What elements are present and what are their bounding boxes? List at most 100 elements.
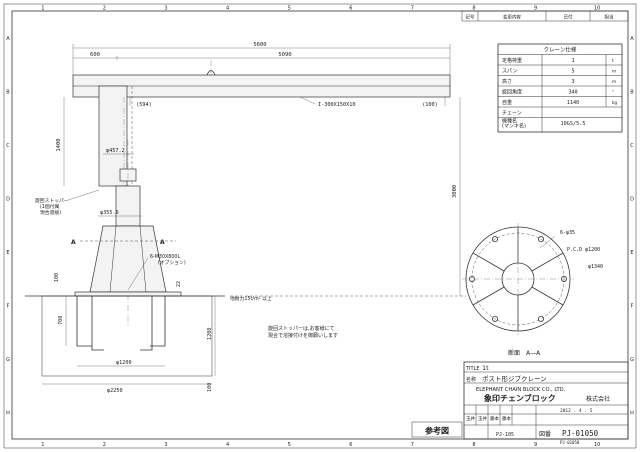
ribs xyxy=(462,223,574,335)
section-mark-right: A xyxy=(160,239,165,246)
zone-col-top: 4 xyxy=(226,6,229,12)
spec-unit: ° xyxy=(612,90,614,95)
bolt-hole xyxy=(538,315,545,322)
zone-row-left: F xyxy=(7,303,10,309)
rev-col-date: 日付 xyxy=(564,14,573,21)
drawing-no-label: 図番 xyxy=(539,431,551,438)
crane-elevation: 5600 600 5090 (594) (100) I-300X150X10 1… xyxy=(25,42,466,394)
section-outer-dia: φ1340 xyxy=(588,264,603,270)
zone-col-top: 1 xyxy=(41,6,44,12)
zone-row-right: G xyxy=(630,357,634,363)
zone-row-right: H xyxy=(630,410,634,416)
note-anchor-bolt: 6-M30X800L(オプション) xyxy=(150,254,186,266)
section-holes: 6-φ35 xyxy=(560,230,575,236)
checked-by: 玉井 xyxy=(478,415,487,422)
zone-row-right: B xyxy=(630,89,634,95)
name-label: 名称 xyxy=(466,376,476,383)
section-a-a: 6-φ35 P.C.D φ1200 φ1340 断面 A—A xyxy=(462,223,603,357)
zone-row-left: B xyxy=(6,89,10,95)
company-suffix: 株式会社 xyxy=(586,395,610,403)
zone-col-bottom: 8 xyxy=(472,442,475,448)
spec-unit: m xyxy=(612,69,616,74)
title-block: TITLE 1t 名称 ポスト形ジブクレーン ELEPHANT CHAIN BL… xyxy=(411,361,629,445)
spec-value: 1140 xyxy=(567,100,580,106)
zone-col-top: 9 xyxy=(534,6,537,12)
company-en: ELEPHANT CHAIN BLOCK CO., LTD. xyxy=(476,387,566,393)
dim-foundation-outer: φ2250 xyxy=(107,388,123,394)
zone-col-bottom: 7 xyxy=(411,442,414,448)
zone-row-left: C xyxy=(6,143,10,149)
spec-label: 高さ xyxy=(502,78,512,85)
ref-box xyxy=(411,421,463,438)
dim-overall-span: 5600 xyxy=(253,42,266,48)
zone-row-right: F xyxy=(631,303,634,309)
zone-col-bottom: 9 xyxy=(534,442,537,448)
spec-label: (マンキ名) xyxy=(502,123,526,130)
spec-row: スパン 5 m xyxy=(502,69,616,75)
spec-unit: kg xyxy=(612,100,617,105)
inner-frame xyxy=(11,10,629,440)
section-title: 断面 A—A xyxy=(508,349,541,357)
rev-col-person: 担当 xyxy=(605,14,614,21)
spec-row: チェーン xyxy=(502,111,522,117)
drawing-no-small: PJ-01050 xyxy=(560,440,580,445)
zone-col-top: 3 xyxy=(164,6,167,12)
soil-capacity: 地耐力15t/m² 以上 xyxy=(230,295,272,302)
dim-anchor-depth: 700 xyxy=(58,316,64,325)
rev-col-content: 変更内容 xyxy=(503,14,521,21)
bolt-hole xyxy=(491,315,498,322)
spec-title: クレーン仕様 xyxy=(544,46,577,54)
model-no: PJ-105 xyxy=(496,432,514,438)
section-mark-left: A xyxy=(71,239,76,246)
rib xyxy=(472,286,505,306)
spec-unit: t xyxy=(612,58,614,63)
dim-total-height: 3000 xyxy=(452,185,458,198)
spec-value: 5 xyxy=(571,69,574,75)
bolt-hole xyxy=(491,236,498,243)
title-label: TITLE xyxy=(465,366,480,372)
dim-right-stop: (100) xyxy=(422,102,438,108)
dim-left-offset: 600 xyxy=(90,52,100,58)
dim-bottom: 100 xyxy=(207,383,213,392)
spec-label: 旋回角度 xyxy=(502,89,522,96)
zone-col-top: 5 xyxy=(288,6,291,12)
spec-label: スパン xyxy=(502,69,517,75)
dim-rib-height: 100 xyxy=(54,273,60,282)
dim-gap: 22 xyxy=(176,281,182,287)
company-jp: 象印チェンブロック xyxy=(484,393,556,403)
zone-col-top: 10 xyxy=(594,6,600,12)
rib xyxy=(472,252,505,272)
note-rotation-stopper: 旋回ストッパー(1個付属現合溶接) xyxy=(35,197,69,216)
dim-foundation-width: φ1200 xyxy=(116,360,132,366)
section-pcd: P.C.D φ1200 xyxy=(567,247,600,253)
zone-row-left: H xyxy=(6,410,10,416)
zone-row-left: A xyxy=(6,36,10,42)
zone-col-top: 8 xyxy=(472,6,475,12)
note-stopper-welding: 旋回ストッパーは,お客様にて現合で溶接付けを御願いします xyxy=(268,325,338,339)
zone-col-bottom: 5 xyxy=(288,442,291,448)
zone-col-bottom: 1 xyxy=(41,442,44,448)
zone-col-bottom: 2 xyxy=(103,442,106,448)
spec-value: 340 xyxy=(568,90,577,96)
spec-row: 旋回角度 340 ° xyxy=(502,89,614,96)
spec-row: 機種名(マンキ名)10GS/5.5 xyxy=(502,118,586,130)
bolt-hole xyxy=(538,236,545,243)
zone-row-right: C xyxy=(630,143,634,149)
spec-unit: m xyxy=(612,79,616,84)
revision-box: 記号 変更内容 日付 担当 xyxy=(461,10,629,22)
spec-value: 1 xyxy=(571,58,574,64)
spec-value: 3 xyxy=(571,79,574,85)
rib xyxy=(531,252,564,272)
zone-row-right: D xyxy=(630,196,634,202)
drawn-by: 玉井 xyxy=(466,415,475,422)
zone-col-bottom: 3 xyxy=(164,442,167,448)
zone-row-right: E xyxy=(630,250,633,256)
approved-by-1: 藤本 xyxy=(490,415,499,422)
zone-col-top: 6 xyxy=(349,6,352,12)
dim-span: 5090 xyxy=(278,52,291,58)
rev-col-mark: 記号 xyxy=(466,14,475,21)
